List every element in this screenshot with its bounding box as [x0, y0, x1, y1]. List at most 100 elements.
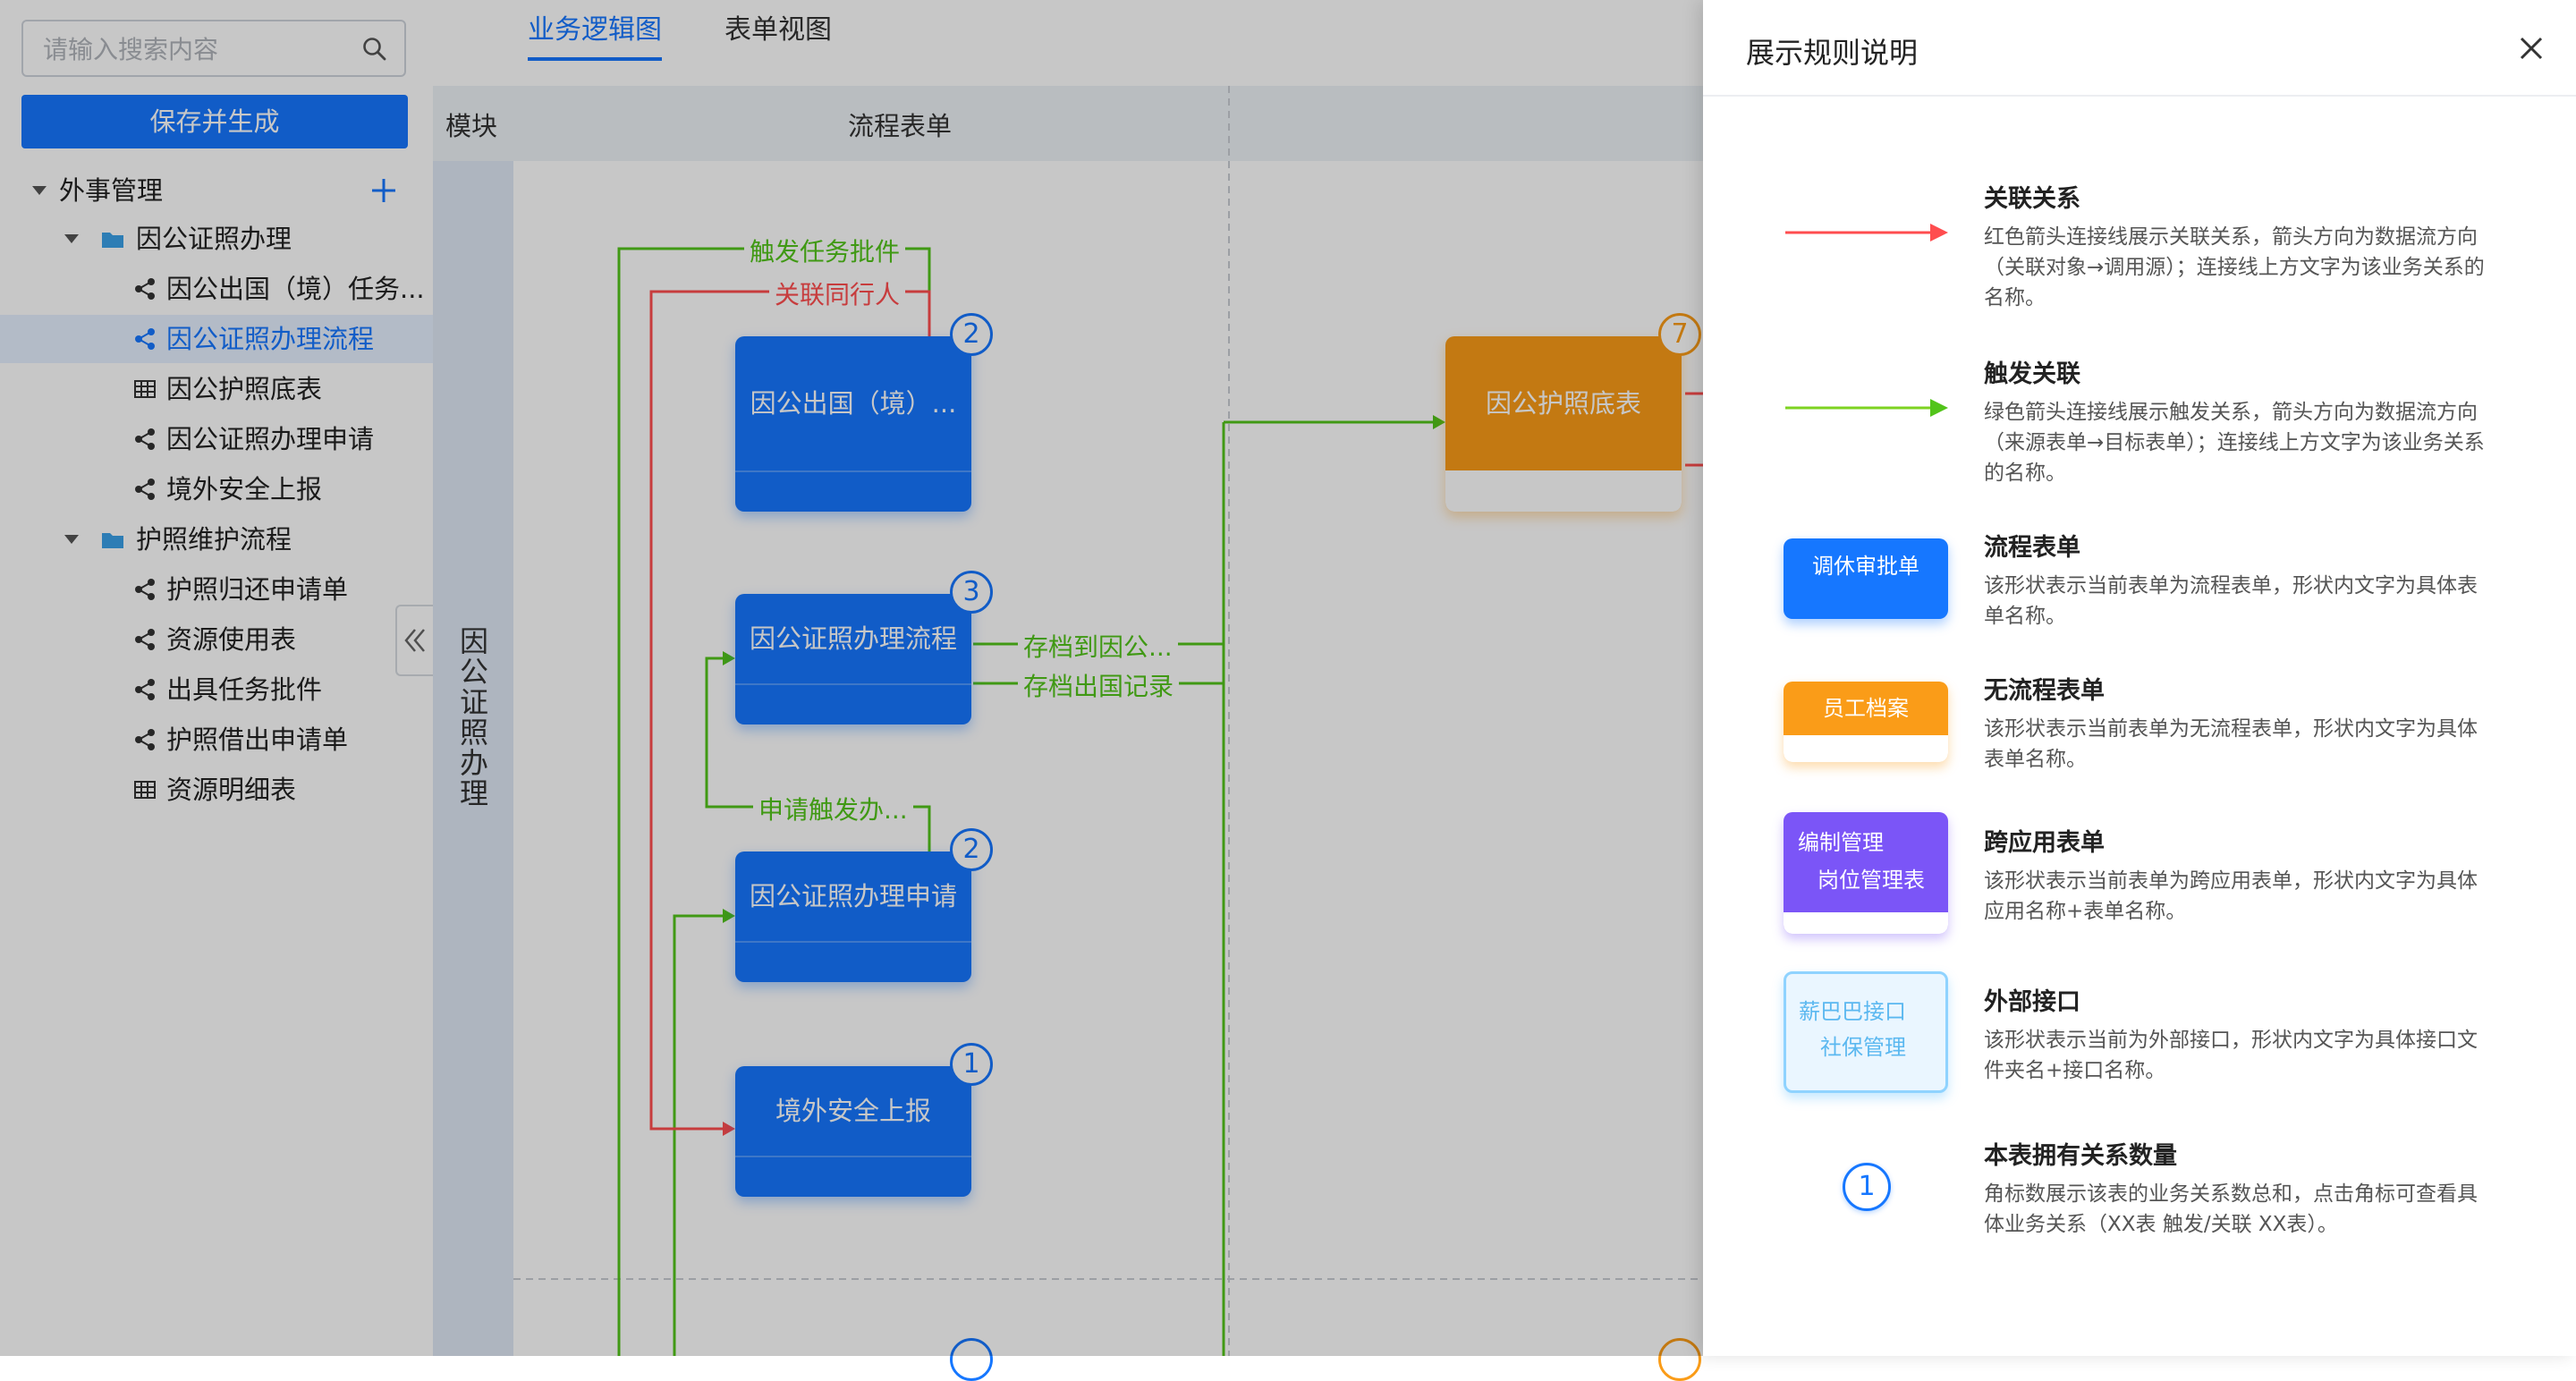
tree-item-node[interactable]: 护照归还申请单 [0, 565, 433, 614]
collapse-sidebar-button[interactable] [395, 605, 433, 676]
flow-icon [135, 579, 155, 600]
sample-sublabel: 岗位管理表 [1818, 868, 1925, 893]
tree-item-label: 因公出国（境）任务... [166, 274, 425, 304]
rule-desc: 绿色箭头连接线展示触发关系，箭头方向为数据流方向（来源表单→目标表单）；连接线上… [1984, 401, 2485, 485]
module-name: 因公证照办理 [459, 624, 488, 810]
rule-desc: 角标数展示该表的业务关系数总和，点击角标可查看具体业务关系（XX表 触发/关联 … [1984, 1182, 2478, 1236]
tree-item-label: 因公证照办理流程 [166, 324, 375, 354]
node-zhengzhao-shenqing[interactable]: 因公证照办理申请 [735, 851, 971, 982]
tree-item-label: 出具任务批件 [166, 674, 323, 705]
rule-desc: 该形状表示当前表单为跨应用表单，形状内文字为具体应用名称+表单名称。 [1984, 869, 2478, 923]
add-icon[interactable] [369, 175, 399, 206]
rule-title: 触发关联 [1984, 360, 2080, 388]
rule-title: 跨应用表单 [1984, 829, 2105, 857]
save-and-generate-button[interactable]: 保存并生成 [21, 95, 408, 148]
module-column [433, 161, 513, 1356]
edge-label-archive-record: 存档出国记录 [1018, 667, 1180, 703]
tree-item-label: 资源使用表 [166, 624, 297, 655]
display-rules-drawer: 展示规则说明 关联关系 红色箭头连接线展示关联关系，箭头方向为数据流方向（关联对… [1703, 0, 2576, 1356]
noflow-form-sample: 员工档案 [1784, 682, 1948, 762]
rule-title: 本表拥有关系数量 [1984, 1142, 2177, 1170]
node-yingong-chuguo[interactable]: 因公出国（境）... [735, 336, 971, 512]
close-icon[interactable] [2517, 34, 2546, 63]
edge-label-trigger-approval: 触发任务批件 [744, 233, 906, 268]
rule-title: 流程表单 [1984, 534, 2080, 562]
sample-label: 员工档案 [1823, 696, 1909, 721]
table-icon [134, 380, 156, 398]
tree-item-huzhao-weihu[interactable]: 护照维护流程 [0, 515, 433, 563]
relation-count-badge[interactable]: 7 [1658, 313, 1701, 356]
tree-item-waishi[interactable]: 外事管理 [0, 166, 433, 215]
tree-item-node[interactable]: 境外安全上报 [0, 465, 433, 513]
tree-item-node[interactable]: 护照借出申请单 [0, 716, 433, 764]
rule-desc: 该形状表示当前表单为无流程表单，形状内文字为具体表单名称。 [1984, 717, 2478, 771]
rule-title: 无流程表单 [1984, 677, 2105, 705]
search-input[interactable] [41, 21, 349, 77]
tree-item-label: 外事管理 [59, 175, 164, 206]
flow-icon [135, 479, 155, 500]
node-jingwai-anquan[interactable]: 境外安全上报 [735, 1066, 971, 1197]
tab-business-logic[interactable]: 业务逻辑图 [528, 13, 662, 61]
tree-item-label: 护照借出申请单 [166, 724, 349, 755]
rule-title: 外部接口 [1984, 988, 2080, 1016]
tree-item-label: 因公证照办理申请 [166, 424, 375, 454]
flow-form-sample: 调休审批单 [1784, 538, 1948, 619]
relation-count-badge[interactable]: 3 [950, 571, 993, 614]
edge-label-apply-trigger: 申请触发办... [753, 791, 913, 826]
tree-item-node-selected[interactable]: 因公证照办理流程 [0, 315, 433, 363]
flow-icon [135, 428, 155, 450]
red-arrow-sample [1785, 224, 1948, 241]
green-arrow-sample [1785, 399, 1948, 417]
node-title: 境外安全上报 [775, 1096, 931, 1126]
sample-label: 编制管理 [1798, 830, 1884, 855]
tree-item-node[interactable]: 资源明细表 [0, 766, 433, 814]
sample-label: 调休审批单 [1812, 554, 1919, 579]
tree-item-node[interactable]: 因公护照底表 [0, 365, 433, 413]
node-title: 因公护照底表 [1485, 388, 1641, 419]
modal-mask[interactable] [0, 0, 1703, 1356]
tree-item-label: 因公证照办理 [136, 224, 292, 254]
node-huzhao-dibiao[interactable]: 因公护照底表 [1445, 336, 1682, 512]
tree-item-label: 境外安全上报 [166, 474, 323, 504]
drawer-title: 展示规则说明 [1746, 36, 1919, 70]
search-icon[interactable] [361, 36, 388, 63]
tree-item-label: 资源明细表 [166, 775, 297, 805]
tree-item-node[interactable]: 资源使用表 [0, 615, 433, 664]
relation-count-badge[interactable]: 2 [950, 313, 993, 356]
lane-header-flow-form: 流程表单 [848, 111, 953, 141]
tree-item-node[interactable]: 因公出国（境）任务... [0, 265, 433, 313]
sample-label: 薪巴巴接口 [1799, 999, 1906, 1024]
table-icon [134, 781, 156, 799]
flow-icon [135, 629, 155, 650]
caret-down-icon[interactable] [63, 515, 80, 563]
tree-item-label: 护照维护流程 [136, 524, 292, 555]
edge-apply-trigger[interactable] [705, 657, 931, 851]
edge-related-companion[interactable] [649, 290, 931, 1131]
relation-count-badge-sample: 1 [1843, 1163, 1891, 1211]
relation-count-badge[interactable]: 1 [950, 1043, 993, 1086]
flow-icon [135, 679, 155, 700]
rule-desc: 红色箭头连接线展示关联关系，箭头方向为数据流方向（关联对象→调用源）；连接线上方… [1984, 225, 2485, 309]
lane-header: 模块 流程表单 [433, 86, 1703, 161]
cross-app-form-sample: 编制管理 岗位管理表 [1784, 812, 1948, 934]
tree-item-label: 因公护照底表 [166, 374, 323, 404]
caret-down-icon[interactable] [63, 215, 80, 263]
folder-icon [102, 233, 123, 248]
tree-item-yingong-zhengzhao[interactable]: 因公证照办理 [0, 215, 433, 263]
external-interface-sample: 薪巴巴接口 社保管理 [1784, 971, 1948, 1093]
search-box [21, 20, 406, 77]
sample-sublabel: 社保管理 [1820, 1035, 1906, 1060]
edge-label-archive-to: 存档到因公... [1018, 628, 1178, 664]
edge-apply-to-application[interactable] [673, 914, 728, 1356]
tab-form-view[interactable]: 表单视图 [724, 14, 832, 46]
tree-item-node[interactable]: 出具任务批件 [0, 665, 433, 714]
lane-header-module: 模块 [445, 111, 498, 141]
tree-item-node[interactable]: 因公证照办理申请 [0, 415, 433, 463]
relation-count-badge[interactable]: 2 [950, 828, 993, 871]
node-title: 因公证照办理流程 [749, 623, 957, 654]
sidebar: 保存并生成 外事管理 因公证照办理 因公出国（境）任务... [0, 0, 435, 1356]
caret-down-icon[interactable] [30, 166, 48, 215]
node-zhengzhao-liucheng[interactable]: 因公证照办理流程 [735, 594, 971, 724]
node-title: 因公证照办理申请 [749, 881, 957, 911]
edge-label-related-companion: 关联同行人 [769, 275, 906, 311]
